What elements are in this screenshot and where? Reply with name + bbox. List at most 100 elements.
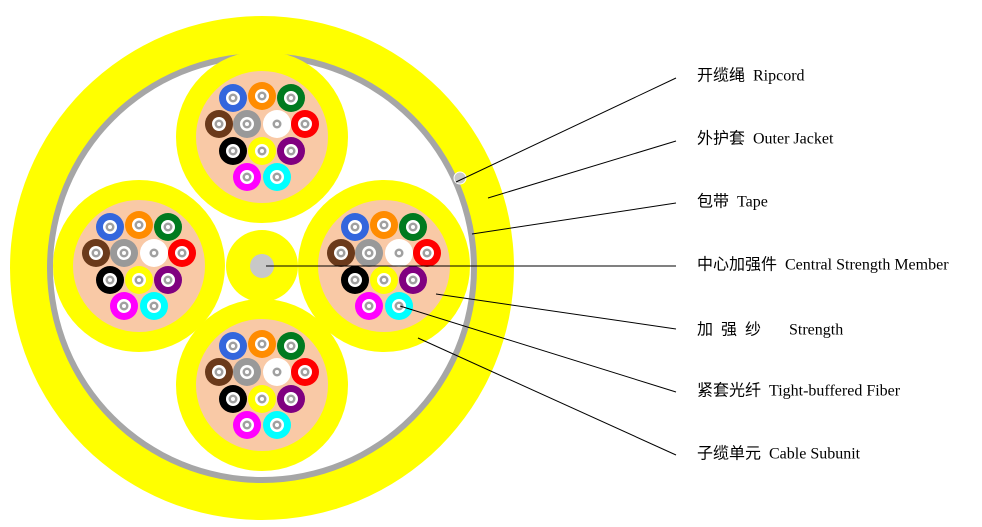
fiber-core-center — [382, 278, 386, 282]
fiber-core-center — [180, 251, 184, 255]
tight-buffered-fiber-yellow — [125, 266, 153, 294]
fiber-core-center — [217, 370, 221, 374]
tight-buffered-fiber-blue — [219, 84, 247, 112]
tight-buffered-fiber-black — [341, 266, 369, 294]
fiber-core-center — [275, 423, 279, 427]
label-outer-jacket: 外护套 Outer Jacket — [697, 130, 834, 148]
label-central-strength-member: 中心加强件 Central Strength Member — [697, 256, 949, 274]
leader-line-cable-subunit — [417, 337, 677, 456]
fiber-core-center — [289, 96, 293, 100]
leader-line-strength — [435, 293, 677, 330]
fiber-core-center — [275, 175, 279, 179]
fiber-core-center — [231, 96, 235, 100]
tight-buffered-fiber-green — [399, 213, 427, 241]
fiber-core-center — [353, 225, 357, 229]
fiber-core-center — [231, 149, 235, 153]
fiber-core-center — [137, 223, 141, 227]
fiber-core-center — [397, 251, 401, 255]
tight-buffered-fiber-green — [277, 332, 305, 360]
fiber-core-center — [367, 304, 371, 308]
tight-buffered-fiber-yellow — [370, 266, 398, 294]
tight-buffered-fiber-red — [291, 358, 319, 386]
fiber-core-center — [152, 304, 156, 308]
fiber-core-center — [367, 251, 371, 255]
tight-buffered-fiber-slate — [110, 239, 138, 267]
tight-buffered-fiber-violet — [277, 137, 305, 165]
leader-line-tight-buffered-fiber — [399, 305, 677, 393]
tight-buffered-fiber-violet — [154, 266, 182, 294]
cable-subunit-left — [53, 180, 225, 352]
tight-buffered-fiber-orange — [125, 211, 153, 239]
tight-buffered-fiber-brown — [205, 110, 233, 138]
cable-subunit-bottom — [176, 299, 348, 471]
fiber-core-center — [152, 251, 156, 255]
tight-buffered-fiber-aqua — [385, 292, 413, 320]
tight-buffered-fiber-green — [277, 84, 305, 112]
tight-buffered-fiber-rose — [233, 163, 261, 191]
tight-buffered-fiber-violet — [277, 385, 305, 413]
fiber-core-center — [397, 304, 401, 308]
label-cable-subunit: 子缆单元 Cable Subunit — [697, 445, 861, 463]
tight-buffered-fiber-rose — [355, 292, 383, 320]
label-tape: 包带 Tape — [697, 193, 768, 211]
fiber-core-center — [245, 423, 249, 427]
fiber-core-center — [245, 122, 249, 126]
fiber-core-center — [122, 251, 126, 255]
tight-buffered-fiber-aqua — [263, 411, 291, 439]
label-ripcord: 开缆绳 Ripcord — [697, 67, 805, 85]
fiber-core-center — [339, 251, 343, 255]
tight-buffered-fiber-slate — [355, 239, 383, 267]
tight-buffered-fiber-orange — [248, 330, 276, 358]
fiber-core-center — [411, 278, 415, 282]
fiber-core-center — [122, 304, 126, 308]
tight-buffered-fiber-orange — [370, 211, 398, 239]
fiber-core-center — [260, 149, 264, 153]
fiber-core-center — [108, 278, 112, 282]
tight-buffered-fiber-rose — [110, 292, 138, 320]
tight-buffered-fiber-slate — [233, 358, 261, 386]
tight-buffered-fiber-green — [154, 213, 182, 241]
fiber-core-center — [275, 370, 279, 374]
fiber-core-center — [411, 225, 415, 229]
fiber-core-center — [231, 344, 235, 348]
label-strength: 加 强 纱 Strength — [697, 321, 843, 339]
fiber-core-center — [94, 251, 98, 255]
tight-buffered-fiber-black — [96, 266, 124, 294]
fiber-core-center — [289, 344, 293, 348]
tight-buffered-fiber-white — [263, 110, 291, 138]
central-strength-member — [250, 254, 274, 278]
tight-buffered-fiber-red — [168, 239, 196, 267]
tight-buffered-fiber-blue — [96, 213, 124, 241]
label-tight-buffered-fiber: 紧套光纤 Tight-buffered Fiber — [697, 382, 901, 400]
fiber-core-center — [303, 370, 307, 374]
tight-buffered-fiber-black — [219, 137, 247, 165]
tight-buffered-fiber-yellow — [248, 137, 276, 165]
fiber-core-center — [245, 370, 249, 374]
fiber-core-center — [425, 251, 429, 255]
tight-buffered-fiber-black — [219, 385, 247, 413]
fiber-core-center — [231, 397, 235, 401]
fiber-core-center — [217, 122, 221, 126]
tight-buffered-fiber-white — [263, 358, 291, 386]
tight-buffered-fiber-rose — [233, 411, 261, 439]
tight-buffered-fiber-brown — [82, 239, 110, 267]
tight-buffered-fiber-white — [385, 239, 413, 267]
fiber-core-center — [260, 342, 264, 346]
tight-buffered-fiber-aqua — [140, 292, 168, 320]
fiber-core-center — [137, 278, 141, 282]
fiber-core-center — [108, 225, 112, 229]
tight-buffered-fiber-blue — [219, 332, 247, 360]
tight-buffered-fiber-slate — [233, 110, 261, 138]
fiber-core-center — [303, 122, 307, 126]
fiber-core-center — [353, 278, 357, 282]
fiber-core-center — [245, 175, 249, 179]
cable-subunit-right — [298, 180, 470, 352]
tight-buffered-fiber-red — [413, 239, 441, 267]
tight-buffered-fiber-yellow — [248, 385, 276, 413]
tight-buffered-fiber-red — [291, 110, 319, 138]
tight-buffered-fiber-brown — [205, 358, 233, 386]
fiber-core-center — [382, 223, 386, 227]
fiber-core-center — [166, 278, 170, 282]
cable-subunit-top — [176, 51, 348, 223]
